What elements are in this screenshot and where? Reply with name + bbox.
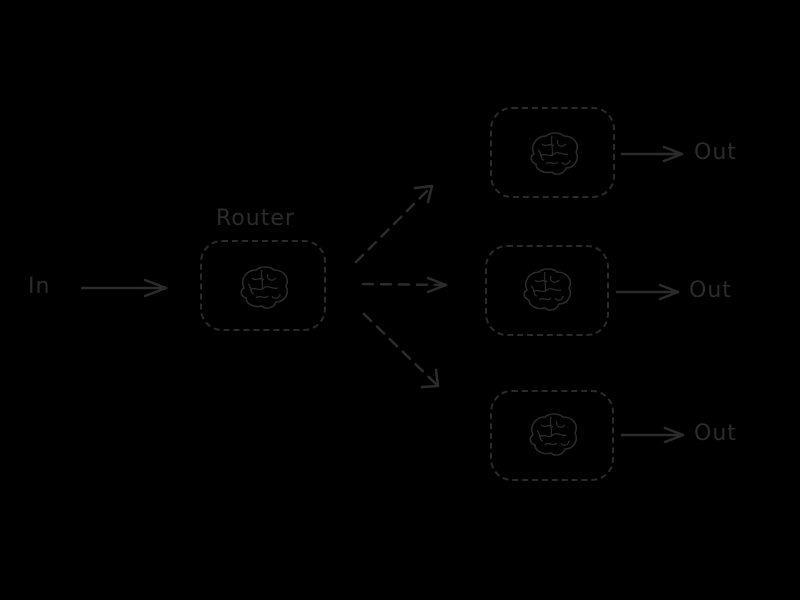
edge-node1-out bbox=[620, 145, 684, 163]
output-node-1[interactable] bbox=[490, 107, 615, 198]
edge-router-node3 bbox=[362, 312, 440, 389]
edge-node3-out bbox=[620, 426, 685, 444]
edge-router-node2 bbox=[361, 276, 448, 294]
output-label-1: Out bbox=[694, 140, 737, 165]
output-node-2[interactable] bbox=[485, 245, 609, 336]
edge-in-router bbox=[80, 278, 168, 298]
router-label: Router bbox=[216, 206, 295, 231]
output-node-3[interactable] bbox=[490, 390, 614, 481]
output-label-2: Out bbox=[689, 278, 732, 303]
edge-node2-out bbox=[615, 283, 680, 301]
router-node[interactable] bbox=[200, 240, 326, 331]
edge-router-node1 bbox=[354, 184, 434, 264]
input-label: In bbox=[28, 274, 51, 299]
output-label-3: Out bbox=[694, 421, 737, 446]
